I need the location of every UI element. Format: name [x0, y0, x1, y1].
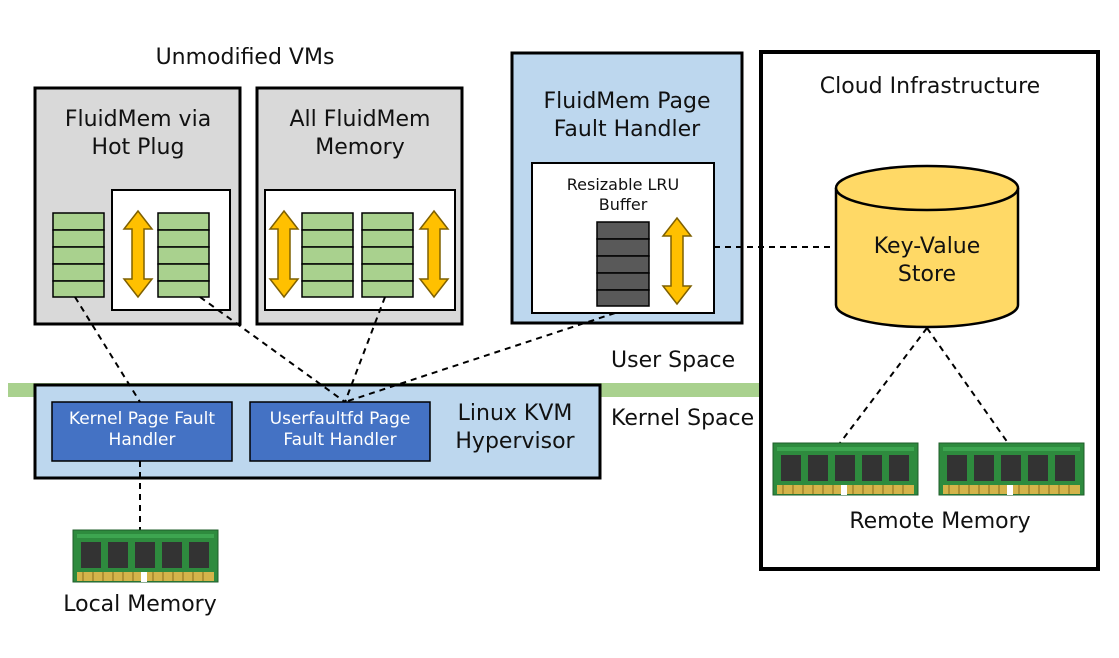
cloud-infrastructure-label: Cloud Infrastructure	[819, 74, 1041, 99]
kernel-page-fault-handler-box	[51, 401, 233, 462]
vm2-title-line1: All FluidMem	[289, 107, 431, 132]
ufd-line1: Userfaultfd Page	[269, 409, 411, 429]
vm2-fluidmem-region	[264, 189, 456, 311]
userfaultfd-handler-box	[249, 401, 431, 462]
vm2-pages-b	[361, 212, 414, 298]
vm1-local-pages	[52, 212, 105, 298]
lru-title-line1: Resizable LRU	[566, 175, 680, 194]
userfaultfd-handler-label: Userfaultfd Page Fault Handler	[250, 409, 430, 452]
user-space-label: User Space	[611, 348, 736, 373]
vm1-fluidmem-pages	[157, 212, 210, 298]
connector-lines	[74, 246, 1009, 530]
kv-line2: Store	[897, 261, 957, 287]
remote-memory-label: Remote Memory	[849, 509, 1031, 534]
handler-title: FluidMem Page Fault Handler	[514, 88, 740, 143]
lru-title-line2: Buffer	[598, 195, 648, 214]
handler-title-line2: Fault Handler	[553, 116, 701, 142]
remote-memory-ram-icon-1	[772, 442, 919, 496]
lru-buffer-title: Resizable LRU Buffer	[534, 175, 712, 215]
local-memory-ram-icon	[72, 529, 219, 583]
unmodified-vms-label: Unmodified VMs	[155, 45, 335, 70]
vm2-pages-a	[301, 212, 354, 298]
kernel-pf-line2: Handler	[108, 430, 176, 451]
local-memory-label: Local Memory	[63, 592, 217, 617]
vm1-title-line2: Hot Plug	[91, 134, 185, 160]
hypervisor-label: Linux KVM Hypervisor	[440, 400, 590, 455]
vm2-title-line2: Memory	[315, 134, 405, 160]
key-value-store-label: Key-Value Store	[836, 233, 1018, 288]
kernel-pf-line1: Kernel Page Fault	[68, 409, 216, 429]
vm2-title: All FluidMem Memory	[260, 106, 460, 161]
vm1-title: FluidMem via Hot Plug	[38, 106, 238, 161]
handler-title-line1: FluidMem Page	[543, 89, 711, 114]
kernel-page-fault-handler-label: Kernel Page Fault Handler	[52, 409, 232, 452]
remote-memory-ram-icon-2	[938, 442, 1085, 496]
lru-buffer-pages	[596, 221, 650, 307]
ufd-line2: Fault Handler	[283, 430, 397, 451]
key-value-store-icon	[834, 164, 1020, 329]
vm1-title-line1: FluidMem via	[64, 107, 212, 132]
hypervisor-line2: Hypervisor	[455, 428, 575, 454]
kernel-space-label: Kernel Space	[611, 406, 755, 431]
hypervisor-line1: Linux KVM	[457, 401, 573, 426]
kv-line1: Key-Value	[873, 234, 981, 259]
